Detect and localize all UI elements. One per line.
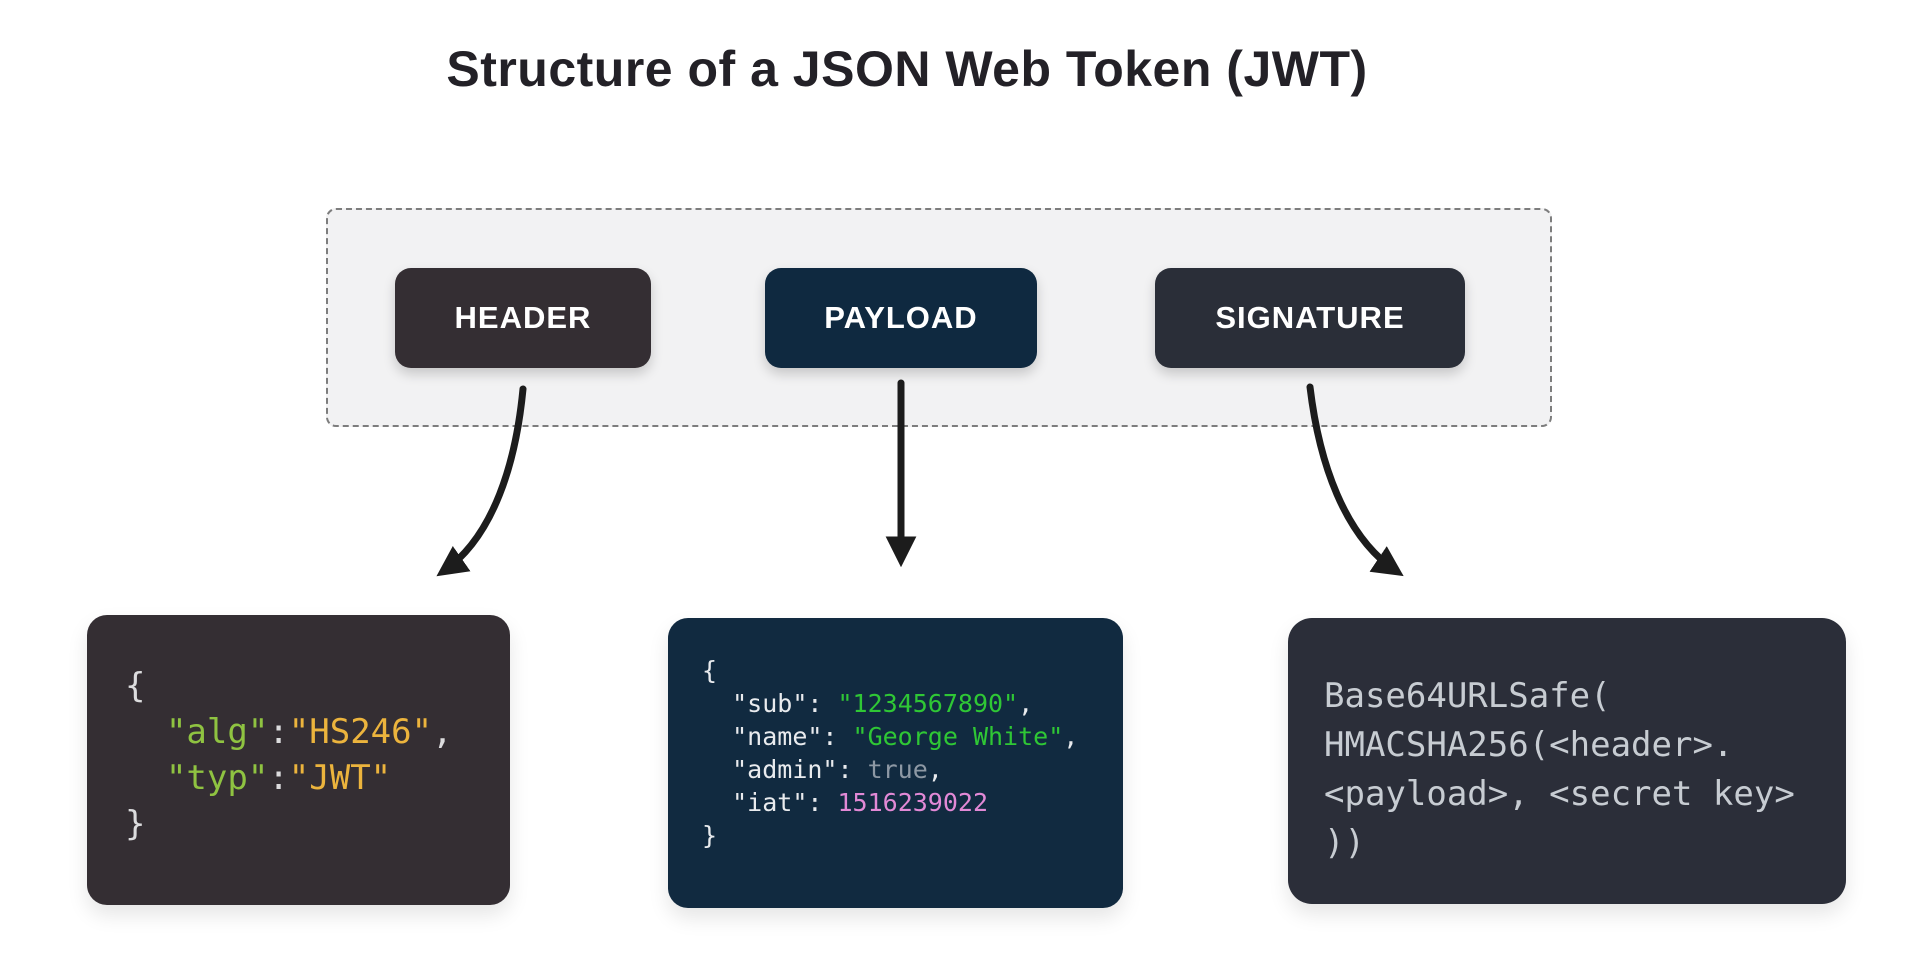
- header-code-block: { "alg":"HS246", "typ":"JWT"}: [87, 615, 510, 905]
- code-line: "name": "George White",: [732, 722, 1079, 751]
- code-line: "sub": "1234567890",: [732, 689, 1034, 718]
- code-line: }: [125, 804, 146, 844]
- code-line: }: [702, 821, 718, 850]
- payload-part-box: PAYLOAD: [765, 268, 1037, 368]
- signature-part-label: SIGNATURE: [1215, 300, 1405, 335]
- header-part-label: HEADER: [454, 300, 592, 335]
- code-line: {: [702, 656, 718, 685]
- payload-code-block: { "sub": "1234567890", "name": "George W…: [668, 618, 1123, 908]
- signature-code-block: Base64URLSafe( HMACSHA256(<header>. <paylo…: [1288, 618, 1846, 904]
- diagram-title: Structure of a JSON Web Token (JWT): [446, 41, 1368, 97]
- code-line: <payload>, <secret key>: [1324, 774, 1795, 814]
- code-line: "typ":"JWT": [165, 758, 392, 798]
- signature-part-box: SIGNATURE: [1155, 268, 1465, 368]
- code-line: )): [1324, 823, 1365, 863]
- payload-part-label: PAYLOAD: [824, 300, 978, 335]
- code-line: Base64URLSafe(: [1324, 676, 1611, 716]
- header-part-box: HEADER: [395, 268, 651, 368]
- code-line: {: [125, 666, 146, 706]
- code-line: "admin": true,: [732, 755, 943, 784]
- code-line: HMACSHA256(<header>.: [1324, 725, 1734, 765]
- code-line: "alg":"HS246",: [165, 712, 453, 752]
- code-line: "iat": 1516239022: [732, 788, 988, 817]
